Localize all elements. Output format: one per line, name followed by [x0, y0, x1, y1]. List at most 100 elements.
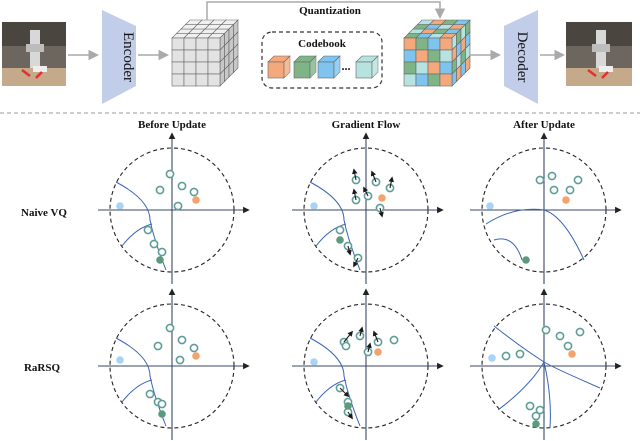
- encoder-label: Encoder: [120, 32, 136, 82]
- pipeline: Encoder Quantization Codebook ... Decode…: [2, 1, 632, 104]
- blue-point: [116, 356, 124, 364]
- voronoi-boundary: [115, 337, 167, 427]
- codebook-label: Codebook: [298, 38, 347, 50]
- gradient-arrow: [343, 330, 354, 343]
- codebook-point: [149, 239, 159, 249]
- blue-point: [116, 202, 124, 210]
- gradient-arrow: [363, 186, 369, 197]
- voronoi-boundary: [309, 181, 361, 271]
- codebook-point: [389, 335, 399, 345]
- codebook-point: [541, 325, 551, 335]
- panel-rarsq-gradient-flow: [292, 288, 444, 440]
- gradient-arrow: [347, 411, 353, 420]
- voronoi-boundary: [485, 208, 585, 261]
- gradient-arrow: [378, 207, 384, 218]
- blue-point: [310, 202, 318, 210]
- codebook-point: [515, 349, 525, 359]
- codebook-point: [563, 341, 573, 351]
- latent-cube: [171, 19, 239, 87]
- codebook-vectors: [267, 55, 379, 79]
- vector-space-panels: [98, 132, 622, 440]
- gradient-arrow: [370, 170, 377, 183]
- codebook-point: [565, 185, 575, 195]
- gradient-arrow: [346, 245, 352, 256]
- panel-rarsq-before-update: [98, 288, 250, 440]
- gradient-arrow: [339, 387, 350, 398]
- codebook-point: [153, 341, 163, 351]
- voronoi-boundary: [121, 379, 153, 403]
- gradient-arrow: [366, 342, 372, 353]
- codebook-point: [143, 225, 153, 235]
- voronoi-boundary: [315, 379, 347, 403]
- codebook-point: [575, 327, 585, 337]
- blue-point: [310, 358, 318, 366]
- green-point: [344, 402, 352, 410]
- green-point: [158, 410, 166, 418]
- orange-point: [378, 194, 386, 202]
- green-point: [156, 256, 164, 264]
- column-header-before-update: Before Update: [138, 119, 206, 131]
- encoder-block: Encoder: [102, 10, 136, 104]
- codebook: Codebook ...: [261, 31, 383, 89]
- column-header-after-update: After Update: [513, 119, 575, 131]
- gradient-arrow: [372, 330, 379, 343]
- voronoi-boundary: [493, 238, 523, 261]
- codebook-point: [189, 187, 199, 197]
- codebook-point: [175, 355, 185, 365]
- codebook-point: [189, 343, 199, 353]
- codebook-point: [531, 411, 541, 421]
- panel-rarsq-after-update: [470, 288, 622, 440]
- codebook-point: [535, 175, 545, 185]
- codebook-point: [145, 389, 155, 399]
- panel-naive-vq-gradient-flow: [292, 132, 444, 284]
- codebook-point: [501, 351, 511, 361]
- codebook-ellipsis: ...: [342, 59, 351, 73]
- codebook-point: [177, 335, 187, 345]
- codebook-point: [155, 185, 165, 195]
- codebook-point: [341, 341, 351, 351]
- blue-point: [488, 354, 496, 362]
- voronoi-boundary: [309, 337, 361, 427]
- orange-point: [192, 196, 200, 204]
- orange-point: [568, 350, 576, 358]
- orange-point: [374, 348, 382, 356]
- codebook-point: [157, 247, 167, 257]
- panel-naive-vq-before-update: [98, 132, 250, 284]
- codebook-point: [555, 331, 565, 341]
- column-header-gradient-flow: Gradient Flow: [332, 119, 401, 131]
- blue-point: [486, 202, 494, 210]
- row-label-naive-vq: Naive VQ: [21, 207, 67, 219]
- voronoi-boundary: [497, 361, 545, 411]
- codebook-point: [165, 169, 175, 179]
- orange-point: [192, 352, 200, 360]
- codebook-point: [547, 171, 557, 181]
- green-point: [532, 420, 540, 428]
- gradient-arrow: [352, 188, 358, 201]
- codebook-point: [165, 323, 175, 333]
- gradient-arrow: [353, 257, 359, 268]
- codebook-point: [573, 175, 583, 185]
- input-robot-image: [2, 22, 66, 86]
- quantization-label: Quantization: [299, 5, 361, 17]
- green-point: [522, 256, 530, 264]
- codebook-point: [549, 185, 559, 195]
- panel-naive-vq-after-update: [470, 132, 622, 284]
- gradient-arrow: [388, 176, 394, 189]
- gradient-arrow: [358, 326, 364, 337]
- codebook-point: [525, 401, 535, 411]
- codebook-point: [535, 405, 545, 415]
- green-point: [336, 236, 344, 244]
- quantized-cube: [403, 19, 471, 87]
- row-label-rarsq: RaRSQ: [24, 362, 61, 374]
- voronoi-boundary: [315, 223, 347, 247]
- quantization-arrow: Quantization: [206, 1, 446, 20]
- orange-point: [562, 196, 570, 204]
- codebook-point: [157, 399, 167, 409]
- output-robot-image: [566, 22, 632, 86]
- codebook-point: [177, 181, 187, 191]
- decoder-label: Decoder: [514, 32, 530, 83]
- gradient-arrow: [352, 168, 358, 181]
- voronoi-boundary: [121, 223, 153, 247]
- codebook-point: [173, 201, 183, 211]
